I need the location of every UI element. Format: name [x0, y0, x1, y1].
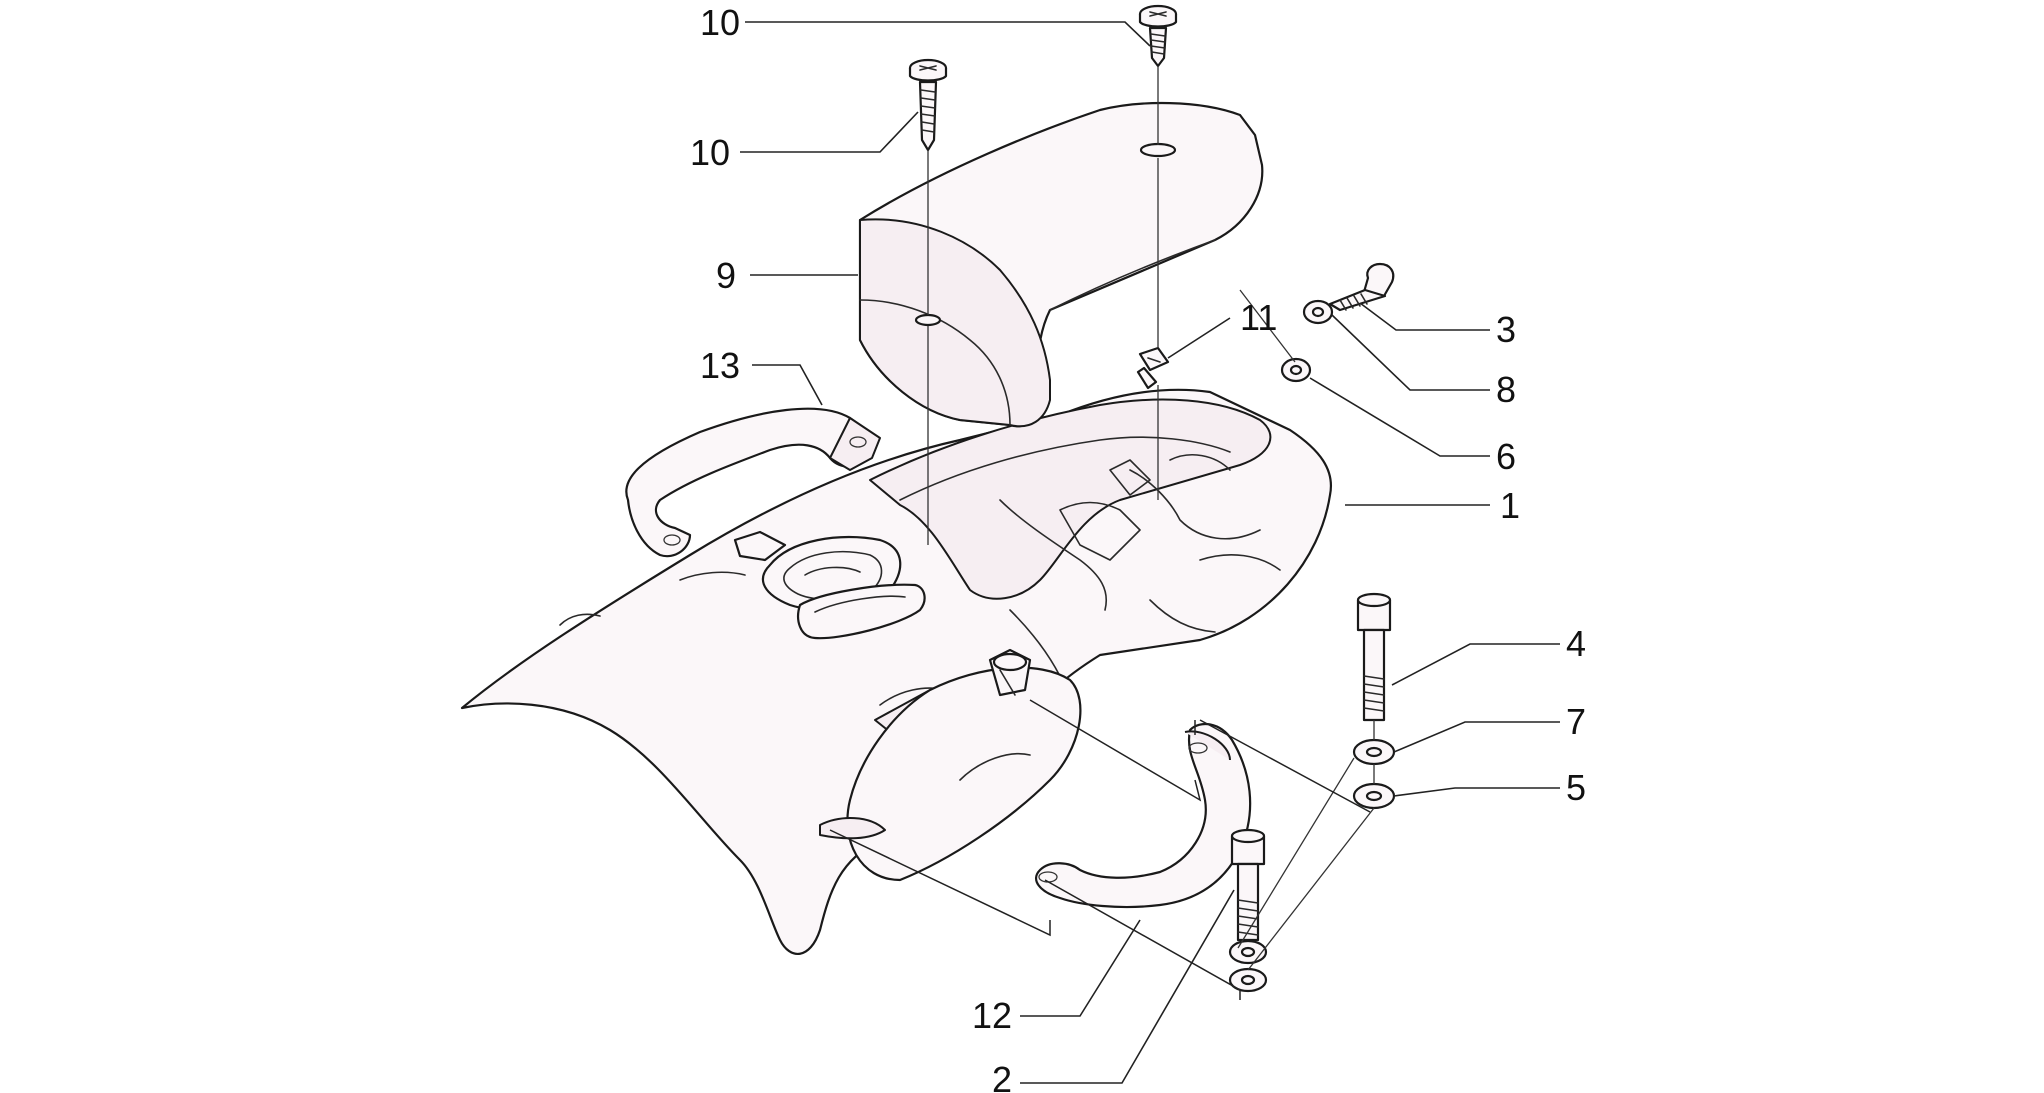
callout-10-left: 10 — [690, 132, 730, 173]
callout-1: 1 — [1500, 485, 1520, 526]
left-bracket — [625, 407, 881, 558]
callout-9: 9 — [716, 255, 736, 296]
bolt-4 — [1356, 592, 1392, 722]
rear-body-cover — [460, 388, 1333, 956]
callout-2: 2 — [992, 1059, 1012, 1093]
washer-2-upper — [1228, 939, 1268, 965]
screw-10-left — [908, 58, 948, 152]
callout-3: 3 — [1496, 309, 1516, 350]
washer-8 — [1302, 299, 1334, 325]
callout-8: 8 — [1496, 369, 1516, 410]
clip-nut-11 — [1136, 346, 1170, 390]
callout-10-top: 10 — [700, 2, 740, 43]
bolt-3 — [1328, 262, 1395, 312]
washer-6 — [1280, 357, 1312, 383]
callout-13: 13 — [700, 345, 740, 386]
seat-cover — [858, 101, 1264, 428]
callout-labels: 10 10 9 11 3 8 13 6 1 4 7 5 12 2 — [690, 2, 1586, 1093]
assembly-axes — [829, 66, 1375, 1000]
bolt-2 — [1230, 828, 1266, 942]
callout-7: 7 — [1566, 701, 1586, 742]
lower-grab-handle — [1035, 722, 1252, 909]
leader-lines — [740, 21, 1560, 1084]
washer-7 — [1352, 738, 1396, 766]
screw-10-right — [1138, 4, 1178, 68]
washer-5 — [1352, 782, 1396, 810]
callout-4: 4 — [1566, 623, 1586, 664]
callout-6: 6 — [1496, 436, 1516, 477]
callout-5: 5 — [1566, 767, 1586, 808]
callout-12: 12 — [972, 995, 1012, 1036]
callout-11: 11 — [1240, 297, 1277, 338]
